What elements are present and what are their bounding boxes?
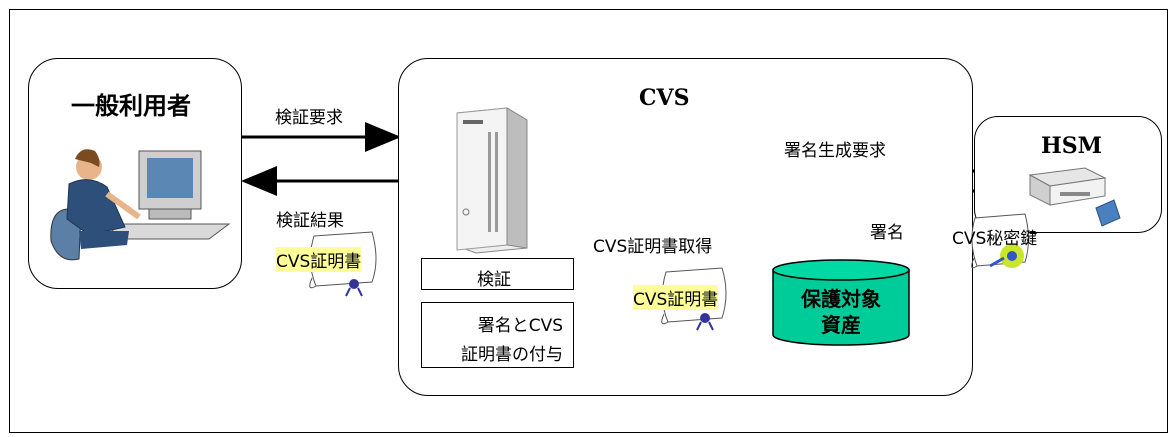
user-computer-icon — [50, 149, 231, 261]
sign-attach-line2: 証明書の付与 — [461, 345, 563, 365]
signature-label: 署名 — [870, 223, 904, 243]
sign-attach-box: 署名とCVS 証明書の付与 — [421, 302, 574, 368]
asset-label: 保護対象 資産 — [773, 286, 909, 338]
get-cert-label: CVS証明書取得 — [593, 237, 713, 257]
sign-gen-request-label: 署名生成要求 — [784, 141, 886, 161]
asset-label-line2: 資産 — [821, 313, 861, 337]
verify-result-label: 検証結果 — [276, 211, 344, 231]
verify-box: 検証 — [421, 258, 574, 290]
cert-label-left: CVS証明書 — [276, 247, 362, 272]
hsm-box-title: HSM — [1041, 133, 1103, 159]
private-key-label: CVS秘密鍵 — [952, 229, 1038, 249]
verify-box-label: 検証 — [477, 270, 511, 290]
cert-label-middle: CVS証明書 — [633, 285, 719, 310]
user-box: 一般利用者 — [28, 58, 242, 289]
sign-attach-line1: 署名とCVS — [477, 316, 563, 336]
cvs-box-title: CVS — [639, 85, 690, 111]
asset-label-line1: 保護対象 — [801, 287, 881, 311]
user-box-title: 一般利用者 — [71, 92, 191, 120]
verify-request-label: 検証要求 — [275, 108, 343, 128]
